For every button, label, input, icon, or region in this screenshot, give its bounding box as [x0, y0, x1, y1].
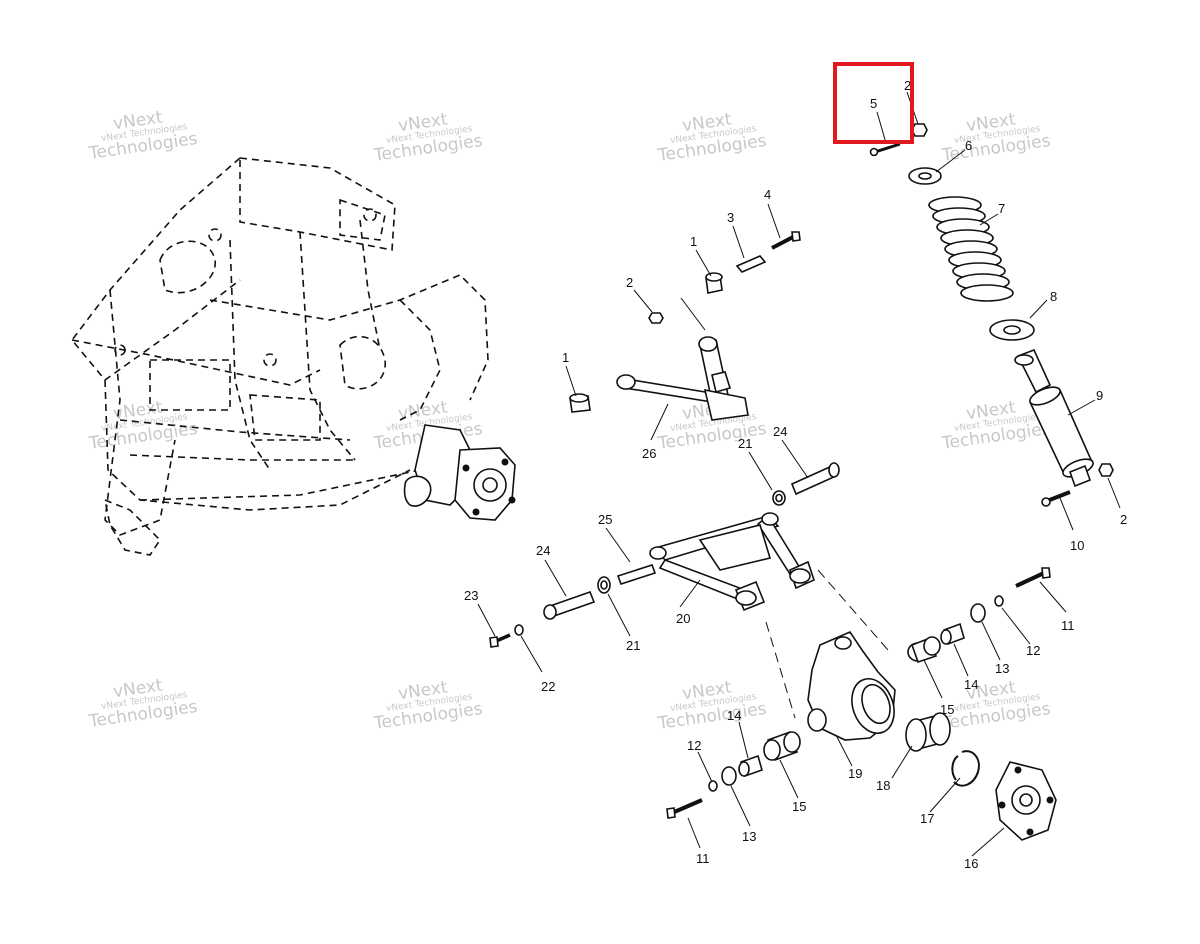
- shock-body: [1014, 348, 1094, 488]
- callout-20: 20: [676, 611, 690, 626]
- bolt-23: [489, 633, 511, 648]
- upper-bushings: [569, 231, 801, 413]
- callout-8: 8: [1050, 289, 1057, 304]
- callout-labels: 5 2 6 7 8 9 2 10 4 3 1 2 1 26 21 24 25 2…: [464, 78, 1127, 871]
- shock-bolt-top: [869, 142, 901, 157]
- callout-5: 5: [870, 96, 877, 111]
- callout-15-left: 15: [792, 799, 806, 814]
- sleeve-14-left: [738, 754, 763, 778]
- callout-25: 25: [598, 512, 612, 527]
- knuckle-hardware-right: [907, 567, 1051, 664]
- callout-1-upper: 1: [690, 234, 697, 249]
- callout-2-upper-arm: 2: [626, 275, 633, 290]
- nut-12-right: [994, 595, 1004, 607]
- callout-13-right: 13: [995, 661, 1009, 676]
- lower-control-arm: [649, 512, 815, 612]
- sleeve-14-right: [940, 622, 965, 646]
- sleeve-upper: [735, 255, 767, 273]
- bolt-11-left: [666, 798, 703, 819]
- callout-14-right: 14: [964, 677, 978, 692]
- nut-12-left: [708, 780, 718, 792]
- callout-12-left: 12: [687, 738, 701, 753]
- pivot-pin-24-lower: [543, 590, 596, 620]
- bolt-11-right: [1015, 567, 1051, 588]
- shock-nut-bottom: [1098, 463, 1114, 477]
- spring-retainer: [908, 167, 942, 185]
- callout-23: 23: [464, 588, 478, 603]
- callout-7: 7: [998, 201, 1005, 216]
- callout-14-left: 14: [727, 708, 741, 723]
- callout-12-right: 12: [1026, 643, 1040, 658]
- shock-bolt-bottom: [1041, 490, 1071, 507]
- bushing-21-lower: [597, 576, 611, 594]
- spring-seat: [989, 319, 1035, 341]
- callout-10: 10: [1070, 538, 1084, 553]
- lower-arm-hardware: [489, 462, 840, 648]
- washer-13-left: [721, 766, 737, 786]
- callout-24-lower: 24: [536, 543, 550, 558]
- bushing-upper: [705, 272, 723, 294]
- highlight-box: [833, 62, 914, 144]
- leader-lines: [477, 91, 1121, 857]
- callout-3: 3: [727, 210, 734, 225]
- callout-9: 9: [1096, 388, 1103, 403]
- coil-spring: [928, 196, 1014, 302]
- bushing-15-left: [763, 730, 801, 762]
- assembly-center-lines: [765, 569, 889, 719]
- wheel-bearing: [905, 712, 951, 752]
- callout-26: 26: [642, 446, 656, 461]
- nut-upper-arm: [648, 312, 664, 324]
- callout-21-upper: 21: [738, 436, 752, 451]
- callout-2: 2: [904, 78, 911, 93]
- wheel-hub: [995, 761, 1057, 841]
- sleeve-25: [616, 564, 657, 585]
- callout-2-shock-lower: 2: [1120, 512, 1127, 527]
- bushing-left-upper: [569, 393, 591, 413]
- callout-22: 22: [541, 679, 555, 694]
- shock-absorber-assembly: [869, 123, 1114, 507]
- callout-24-upper: 24: [773, 424, 787, 439]
- callout-11-right: 11: [1061, 618, 1075, 633]
- upper-control-arm: [616, 336, 749, 421]
- nut-22: [514, 624, 524, 636]
- watermarks: vNext vNext Technologies Technologies vN…: [87, 107, 1052, 734]
- callout-11-left: 11: [696, 851, 710, 866]
- callout-18: 18: [876, 778, 890, 793]
- callout-1-left: 1: [562, 350, 569, 365]
- callout-16: 16: [964, 856, 978, 871]
- callout-15-right: 15: [940, 702, 954, 717]
- callout-13-left: 13: [742, 829, 756, 844]
- callout-17: 17: [920, 811, 934, 826]
- callout-6: 6: [965, 138, 972, 153]
- pivot-pin-24-upper: [790, 462, 840, 496]
- shock-nut-top: [911, 123, 928, 137]
- knuckle-hardware-left: [666, 730, 801, 819]
- washer-13-right: [970, 603, 986, 623]
- installed-knuckle-hub: [403, 424, 516, 521]
- knuckle-and-bearing: [807, 631, 1057, 841]
- snap-ring: [951, 750, 980, 787]
- bushing-15-right: [907, 636, 941, 664]
- bushing-21-upper: [772, 490, 786, 506]
- callout-19: 19: [848, 766, 862, 781]
- callout-21-lower: 21: [626, 638, 640, 653]
- callout-4: 4: [764, 187, 771, 202]
- bolt-upper-arm: [771, 231, 801, 250]
